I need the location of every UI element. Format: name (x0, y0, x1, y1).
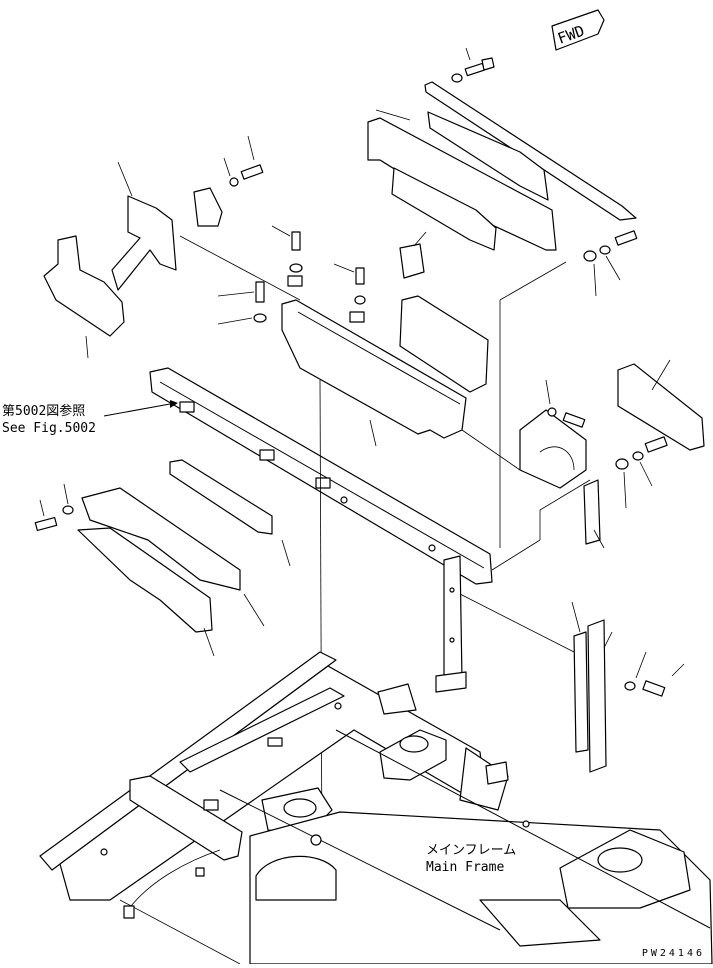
main-frame-label-en: Main Frame (426, 860, 505, 875)
top-left-small-bracket (193, 135, 264, 227)
washer-bolt-right-upper (583, 230, 638, 297)
upper-cover-plate (367, 109, 557, 251)
lower-left-strip (169, 459, 291, 567)
upper-right-long-plate (424, 81, 637, 221)
assembly-guide-lines (179, 235, 591, 871)
center-bolts (217, 225, 366, 325)
reference-label-jp: 第5002図参照 (2, 404, 86, 419)
right-pad-plate (617, 359, 705, 451)
reference-label-en: See Fig.5002 (2, 421, 96, 436)
vertical-post (435, 555, 467, 693)
upper-beam (281, 299, 467, 447)
washer-bolt-right-lower (615, 436, 668, 509)
main-frame-assembly (39, 651, 713, 965)
bolt-top-right (451, 47, 495, 83)
lower-left-cover-plate (77, 487, 265, 657)
long-cross-beam (149, 367, 493, 585)
fwd-arrow-marker: FWD (551, 9, 605, 51)
right-thin-bar (583, 479, 605, 549)
left-side-cover (43, 235, 125, 359)
small-rubber-pad (399, 231, 427, 279)
washer-bolt-right-middle (545, 379, 586, 428)
reference-arrow (103, 400, 178, 417)
bolt-bottom-right (624, 651, 685, 697)
drawing-number: PW24146 (641, 948, 705, 959)
main-frame-label-jp: メインフレーム (426, 843, 517, 858)
bolt-left (34, 483, 74, 532)
large-rubber-pad (399, 295, 489, 393)
left-bracket-plate (111, 161, 177, 291)
right-vertical-channels (571, 601, 613, 773)
